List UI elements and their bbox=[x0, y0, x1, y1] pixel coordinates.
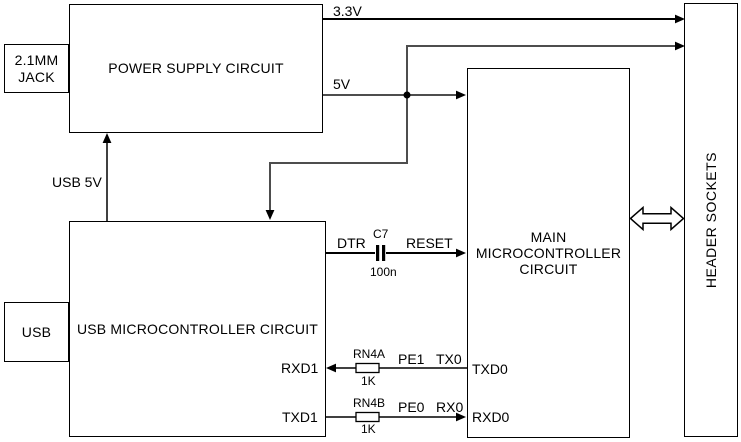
arrowhead-rxd1 bbox=[326, 363, 336, 373]
usb-connector-block: USB bbox=[4, 302, 69, 362]
arrowhead-5v-header bbox=[675, 41, 685, 51]
arrowhead-3v3 bbox=[675, 14, 685, 24]
pin-label-txd1: TXD1 bbox=[282, 409, 318, 425]
power-supply-block: POWER SUPPLY CIRCUIT bbox=[69, 4, 323, 133]
net-label-pe1: PE1 bbox=[398, 351, 425, 367]
net-label-3v3: 3.3V bbox=[333, 3, 362, 19]
main-micro-label: MAIN MICROCONTROLLER CIRCUIT bbox=[475, 228, 622, 278]
junction-dot bbox=[403, 91, 411, 99]
usb-micro-label: USB MICROCONTROLLER CIRCUIT bbox=[76, 320, 319, 337]
arrowhead-5v-main bbox=[456, 90, 466, 100]
net-label-5v: 5V bbox=[333, 76, 351, 92]
usb-connector-label: USB bbox=[21, 323, 52, 340]
arrowhead-rxd0 bbox=[456, 412, 466, 422]
arrowhead-usb5v bbox=[102, 133, 112, 143]
net-label-usb5v: USB 5V bbox=[52, 174, 102, 190]
wire-5v-header bbox=[406, 45, 676, 95]
resistor-rn4b-icon bbox=[355, 411, 380, 423]
res-ref-rn4a: RN4A bbox=[353, 347, 386, 361]
net-label-dtr: DTR bbox=[337, 235, 366, 251]
main-micro-block: MAIN MICROCONTROLLER CIRCUIT bbox=[467, 68, 630, 438]
capacitor-c7-icon bbox=[376, 245, 386, 261]
resistor-rn4a-icon bbox=[355, 362, 380, 374]
usb-micro-block: USB MICROCONTROLLER CIRCUIT bbox=[69, 221, 326, 437]
pin-label-rxd1: RXD1 bbox=[281, 360, 319, 376]
cap-ref-c7: C7 bbox=[373, 227, 389, 241]
pin-label-rxd0: RXD0 bbox=[472, 409, 510, 425]
power-supply-label: POWER SUPPLY CIRCUIT bbox=[108, 60, 284, 77]
bidirectional-arrow-icon bbox=[629, 205, 685, 232]
wire-5v-usbmicro bbox=[269, 95, 408, 212]
cap-value-c7: 100n bbox=[370, 265, 397, 279]
header-sockets-block: HEADER SOCKETS bbox=[684, 3, 738, 437]
res-ref-rn4b: RN4B bbox=[353, 396, 386, 410]
arrowhead-reset bbox=[456, 248, 466, 258]
net-label-rx0: RX0 bbox=[436, 399, 464, 415]
dc-jack-label: 2.1MM JACK bbox=[14, 52, 59, 85]
net-label-pe0: PE0 bbox=[398, 399, 425, 415]
header-sockets-label: HEADER SOCKETS bbox=[702, 151, 719, 289]
net-label-reset: RESET bbox=[406, 235, 453, 251]
pin-label-txd0: TXD0 bbox=[472, 361, 508, 377]
res-value-rn4b: 1K bbox=[361, 422, 376, 436]
net-label-tx0: TX0 bbox=[436, 351, 462, 367]
res-value-rn4a: 1K bbox=[361, 374, 376, 388]
arrowhead-5v-usbmicro bbox=[265, 210, 275, 220]
dc-jack-block: 2.1MM JACK bbox=[4, 44, 69, 93]
